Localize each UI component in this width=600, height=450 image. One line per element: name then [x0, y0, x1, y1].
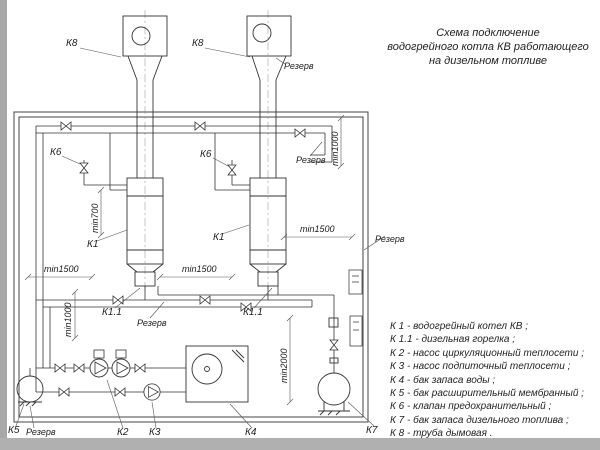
- legend: К 1 - водогрейный котел КВ ; К 1.1 - диз…: [390, 320, 584, 441]
- dim-min1500-right: min1500: [300, 224, 335, 234]
- label-k1-right: К1: [213, 232, 224, 243]
- legend-item-k1: К 1 - водогрейный котел КВ ;: [390, 321, 528, 332]
- dim-min700: min700: [90, 203, 100, 233]
- label-k11-right: К1.1: [243, 307, 263, 318]
- leader-lines: [15, 47, 386, 429]
- label-reserve-chimney: Резерв: [284, 61, 314, 71]
- centerlines: [144, 10, 269, 292]
- label-k7: К7: [366, 425, 378, 436]
- title-line-3: на дизельном топливе: [428, 55, 548, 67]
- label-reserve-burner: Резерв: [137, 318, 167, 328]
- dimension-lines: [24, 114, 356, 406]
- pump-k3: [143, 383, 161, 401]
- label-reserve-top: Резерв: [296, 155, 326, 165]
- label-reserve-bottom: Резерв: [26, 427, 56, 437]
- label-k5: К5: [8, 425, 20, 436]
- dim-min2000: min2000: [279, 348, 289, 383]
- title-line-1: Схема подключение: [436, 27, 540, 39]
- label-k8-left: К8: [66, 38, 78, 49]
- tank-k4: [185, 345, 249, 403]
- page-edge-bottom: [0, 438, 600, 450]
- room-walls: [13, 111, 369, 423]
- electrical-cabinets: [348, 269, 363, 347]
- legend-item-k4: К 4 - бак запаса воды ;: [390, 374, 496, 386]
- label-k11-left: К1.1: [102, 307, 122, 318]
- dim-min1500-left2: min1500: [182, 264, 217, 274]
- diagram-labels: К8 К8 Резерв К6 К6 Резерв min1000 min700…: [8, 38, 405, 438]
- chimney-2: [246, 15, 292, 178]
- tank-k7: [317, 317, 351, 416]
- legend-item-k3: К 3 - насос подпиточный теплосети ;: [390, 361, 571, 373]
- drawing-title: Схема подключение водогрейного котла КВ …: [378, 26, 598, 68]
- label-reserve-right: Резерв: [375, 234, 405, 244]
- legend-item-k6: К 6 - клапан предохранительный ;: [390, 401, 552, 413]
- label-k6-left: К6: [50, 147, 62, 158]
- dim-min1000-right: min1000: [330, 131, 340, 166]
- legend-item-k7: К 7 - бак запаса дизельного топлива ;: [390, 414, 569, 426]
- legend-item-k2: К 2 - насос циркуляционный теплосети ;: [390, 347, 584, 359]
- legend-item-k11: К 1.1 - дизельная горелка ;: [390, 334, 516, 346]
- label-k3: К3: [149, 427, 161, 438]
- legend-item-k5: К 5 - бак расширительный мембранный ;: [390, 388, 584, 400]
- title-line-2: водогрейного котла КВ работающего: [387, 41, 589, 53]
- dim-min1500-left1: min1500: [44, 264, 79, 274]
- label-k6-right: К6: [200, 149, 212, 160]
- tank-k5: [16, 375, 44, 407]
- label-k2: К2: [117, 427, 129, 438]
- legend-item-k8: К 8 - труба дымовая .: [390, 428, 493, 440]
- dim-min1000-left: min1000: [63, 302, 73, 337]
- chimney-1: [122, 15, 168, 178]
- page-edge-left: [0, 0, 7, 450]
- label-k8-right: К8: [192, 38, 204, 49]
- label-k4: К4: [245, 427, 257, 438]
- pump-k2: [89, 349, 131, 378]
- label-k1-left: К1: [87, 239, 98, 250]
